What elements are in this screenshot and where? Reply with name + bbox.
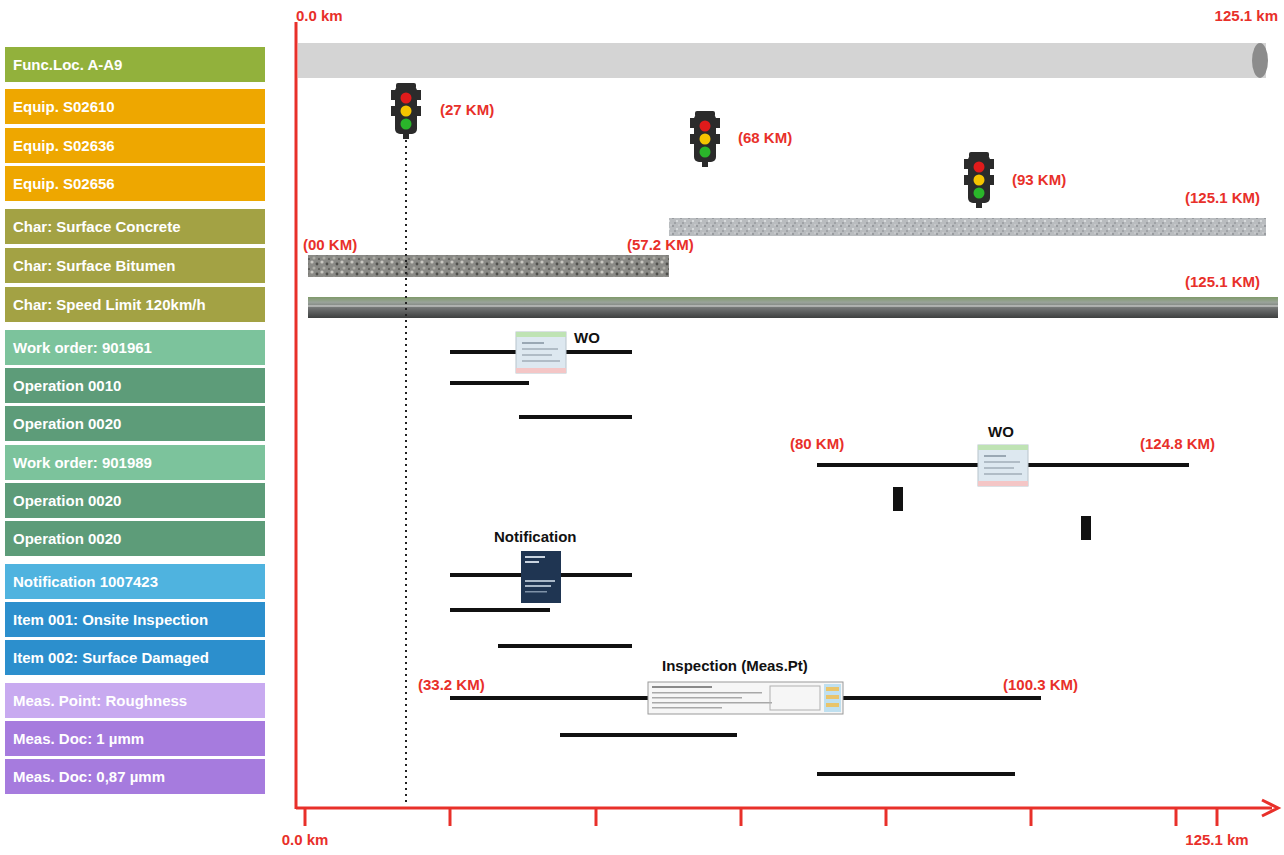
box-label: Meas. Doc: 0,87 µmm xyxy=(13,768,165,785)
distance-label: (100.3 KM) xyxy=(1003,677,1078,693)
equipment-box: Equip. S02636 xyxy=(5,128,265,163)
measuring-point-box: Meas. Point: Roughness xyxy=(5,683,265,718)
box-label: Char: Surface Bitumen xyxy=(13,257,176,274)
distance-label: (125.1 KM) xyxy=(1185,274,1260,290)
box-label: Meas. Doc: 1 µmm xyxy=(13,730,144,747)
box-label: Work order: 901989 xyxy=(13,454,152,471)
operation-box: Operation 0020 xyxy=(5,483,265,518)
operation-box: Operation 0020 xyxy=(5,406,265,441)
box-label: Equip. S02656 xyxy=(13,175,115,192)
distance-label: (80 KM) xyxy=(790,436,844,452)
box-label: Equip. S02610 xyxy=(13,98,115,115)
characteristic-box: Char: Surface Bitumen xyxy=(5,248,265,283)
box-label: Char: Surface Concrete xyxy=(13,218,181,235)
distance-label: (57.2 KM) xyxy=(627,237,694,253)
distance-label: (124.8 KM) xyxy=(1140,436,1215,452)
box-label: Item 001: Onsite Inspection xyxy=(13,611,208,628)
distance-label: (00 KM) xyxy=(303,237,357,253)
box-label: Operation 0020 xyxy=(13,415,121,432)
distance-label: (125.1 KM) xyxy=(1185,190,1260,206)
box-label: Item 002: Surface Damaged xyxy=(13,649,209,666)
work-order-box: Work order: 901961 xyxy=(5,330,265,365)
box-label: Work order: 901961 xyxy=(13,339,152,356)
operation-box: Operation 0010 xyxy=(5,368,265,403)
object-label: Notification xyxy=(494,529,577,545)
equipment-box: Equip. S02656 xyxy=(5,166,265,201)
notification-box: Notification 1007423 xyxy=(5,564,265,599)
box-label: Func.Loc. A-A9 xyxy=(13,56,122,73)
object-label: Inspection (Meas.Pt) xyxy=(662,658,808,674)
distance-label: 125.1 km xyxy=(1185,832,1248,848)
distance-label: (68 KM) xyxy=(738,130,792,146)
functional-location-box: Func.Loc. A-A9 xyxy=(5,47,265,82)
box-label: Meas. Point: Roughness xyxy=(13,692,187,709)
work-order-box: Work order: 901989 xyxy=(5,445,265,480)
operation-box: Operation 0020 xyxy=(5,521,265,556)
item-box: Item 001: Onsite Inspection xyxy=(5,602,265,637)
object-label: WO xyxy=(988,424,1014,440)
distance-label: (33.2 KM) xyxy=(418,677,485,693)
measurement-document-box: Meas. Doc: 1 µmm xyxy=(5,721,265,756)
object-label: WO xyxy=(574,330,600,346)
distance-label: 125.1 km xyxy=(1215,8,1278,24)
item-box: Item 002: Surface Damaged xyxy=(5,640,265,675)
characteristic-box: Char: Surface Concrete xyxy=(5,209,265,244)
equipment-box: Equip. S02610 xyxy=(5,89,265,124)
box-label: Operation 0020 xyxy=(13,530,121,547)
measurement-document-box: Meas. Doc: 0,87 µmm xyxy=(5,759,265,794)
characteristic-box: Char: Speed Limit 120km/h xyxy=(5,287,265,322)
distance-label: (27 KM) xyxy=(440,102,494,118)
box-label: Operation 0010 xyxy=(13,377,121,394)
distance-label: 0.0 km xyxy=(296,8,343,24)
distance-label: (93 KM) xyxy=(1012,172,1066,188)
box-label: Char: Speed Limit 120km/h xyxy=(13,296,206,313)
distance-label: 0.0 km xyxy=(282,832,329,848)
box-label: Notification 1007423 xyxy=(13,573,158,590)
box-label: Operation 0020 xyxy=(13,492,121,509)
box-label: Equip. S02636 xyxy=(13,137,115,154)
